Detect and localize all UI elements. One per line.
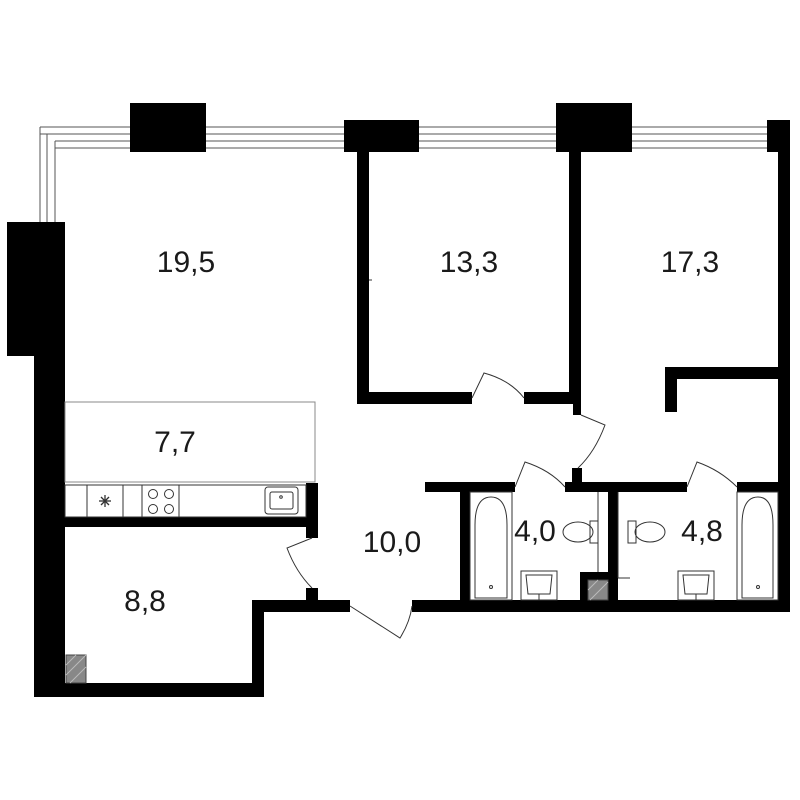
sink-icon — [677, 570, 715, 601]
sink-icon — [520, 570, 558, 601]
room-area-living: 19,5 — [157, 246, 215, 279]
walls — [7, 103, 790, 697]
room-area-kitchen: 7,7 — [154, 426, 196, 459]
toilet-icon — [627, 520, 666, 544]
room-area-bedroom-right: 17,3 — [661, 246, 719, 279]
toilet-icon — [562, 520, 599, 544]
snowflake-icon — [99, 495, 111, 507]
area-labels: 19,5 13,3 17,3 7,7 10,0 4,0 4,8 8,8 — [124, 246, 723, 618]
room-area-bathroom-right: 4,8 — [681, 515, 723, 548]
stove-icon — [148, 489, 174, 514]
room-area-bedroom-bottom: 8,8 — [124, 585, 166, 618]
room-area-bathroom-left: 4,0 — [514, 515, 556, 548]
ventilation-shafts — [65, 579, 609, 684]
sink-icon — [264, 486, 299, 515]
bathtub-icon — [736, 491, 779, 601]
room-area-hall: 10,0 — [363, 526, 421, 559]
bathtub-icon — [469, 491, 513, 601]
room-area-bedroom-middle: 13,3 — [440, 246, 498, 279]
doors — [286, 372, 738, 639]
kitchen-counter — [64, 484, 307, 518]
